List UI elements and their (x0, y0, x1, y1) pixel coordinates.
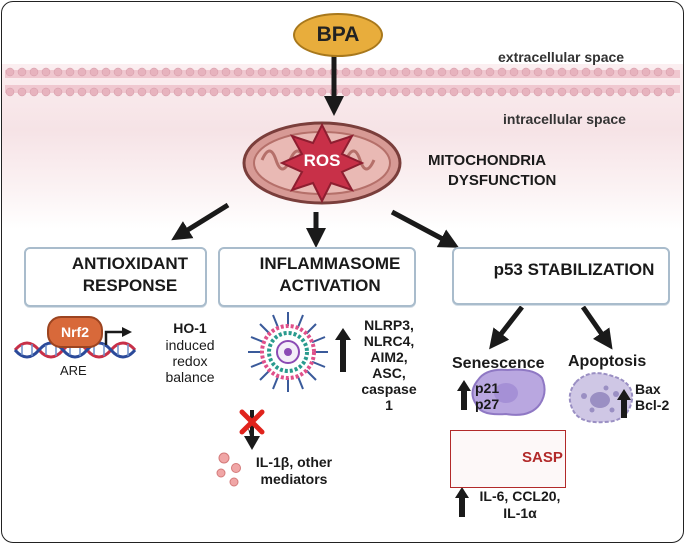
apoptosis-markers: Bax Bcl-2 (635, 381, 669, 413)
mitochondrion-icon (242, 121, 402, 205)
cytokine-particles-icon (216, 452, 241, 487)
mediators-label: mediators (260, 471, 328, 487)
up-arrow-icon (455, 487, 469, 517)
inflammasome-markers: NLRP3, NLRC4, AIM2, ASC, caspase 1 (353, 317, 425, 413)
marker-asc: ASC, (372, 365, 406, 381)
il1b-label: IL-1β, other (255, 454, 333, 470)
marker-nlrp3: NLRP3, (364, 317, 414, 333)
up-arrow-icon (617, 389, 631, 418)
sasp-factors-line2: IL-1α (503, 505, 537, 521)
balance-label: balance (165, 369, 215, 385)
inflammasome-activation-box (218, 247, 416, 307)
inflammasome-title-line1: INFLAMMASOME (259, 254, 401, 273)
ho1-label: HO-1 (173, 320, 207, 336)
arrow-to-p53 (390, 209, 460, 248)
sasp-factors: IL-6, CCL20, IL-1α (470, 488, 570, 522)
intracellular-space-label: intracellular space (503, 111, 626, 127)
redox-label: redox (172, 353, 208, 369)
senescence-label: Senescence (452, 355, 545, 372)
ho1-effect-label: induced redox balance (150, 337, 230, 385)
p53-stabilization-box (452, 247, 670, 305)
mitochondria-label-line2: DYSFUNCTION (448, 172, 557, 189)
extracellular-space-label: extracellular space (498, 49, 625, 65)
induced-label: induced (165, 337, 215, 353)
marker-nlrc4: NLRC4, (363, 333, 415, 349)
arrow-to-apoptosis (580, 305, 613, 350)
sasp-box (450, 430, 566, 488)
senescence-markers: p21 p27 (475, 380, 499, 412)
marker-caspase-number: 1 (385, 397, 393, 413)
antioxidant-title-line2: RESPONSE (82, 276, 178, 295)
transcription-arrow (104, 327, 132, 345)
nrf2-badge: Nrf2 (47, 316, 103, 348)
inflammasome-title-line2: ACTIVATION (279, 276, 381, 295)
bpa-label: BPA (293, 13, 383, 57)
antioxidant-title-line1: ANTIOXIDANT (71, 254, 189, 273)
marker-aim2: AIM2, (370, 349, 408, 365)
senescent-cell-icon (471, 368, 546, 416)
p53-stabilization-title: p53 STABILIZATION (493, 260, 655, 279)
mitochondria-label: MITOCHONDRIA DYSFUNCTION (428, 151, 556, 191)
il1b-mediators-label: IL-1β, other mediators (244, 454, 344, 488)
up-arrow-icon (335, 328, 351, 372)
bax-label: Bax (635, 381, 661, 397)
sasp-label: SASP (522, 449, 563, 466)
mitochondria-label-line1: MITOCHONDRIA (428, 152, 547, 169)
ros-label: ROS (303, 151, 341, 170)
inflammasome-icon (248, 312, 328, 392)
arrow-to-antioxidant (171, 202, 230, 241)
ros-burst-icon (279, 122, 365, 204)
p21-label: p21 (475, 380, 500, 396)
are-label: ARE (60, 363, 87, 378)
apoptosis-label: Apoptosis (568, 353, 647, 370)
inflammasome-activation-title: INFLAMMASOME ACTIVATION (252, 253, 408, 297)
bcl2-label: Bcl-2 (635, 397, 670, 413)
arrow-to-senescence (489, 305, 524, 350)
p27-label: p27 (475, 396, 500, 412)
sasp-factors-line1: IL-6, CCL20, (479, 488, 561, 504)
x-block-icon (239, 409, 265, 435)
up-arrow-icon (457, 380, 471, 410)
antioxidant-response-box (24, 247, 207, 307)
cell-membrane (5, 67, 680, 97)
inhibited-release-arrow (239, 409, 265, 450)
antioxidant-response-title: ANTIOXIDANT RESPONSE (62, 253, 198, 297)
marker-caspase: caspase (361, 381, 417, 397)
